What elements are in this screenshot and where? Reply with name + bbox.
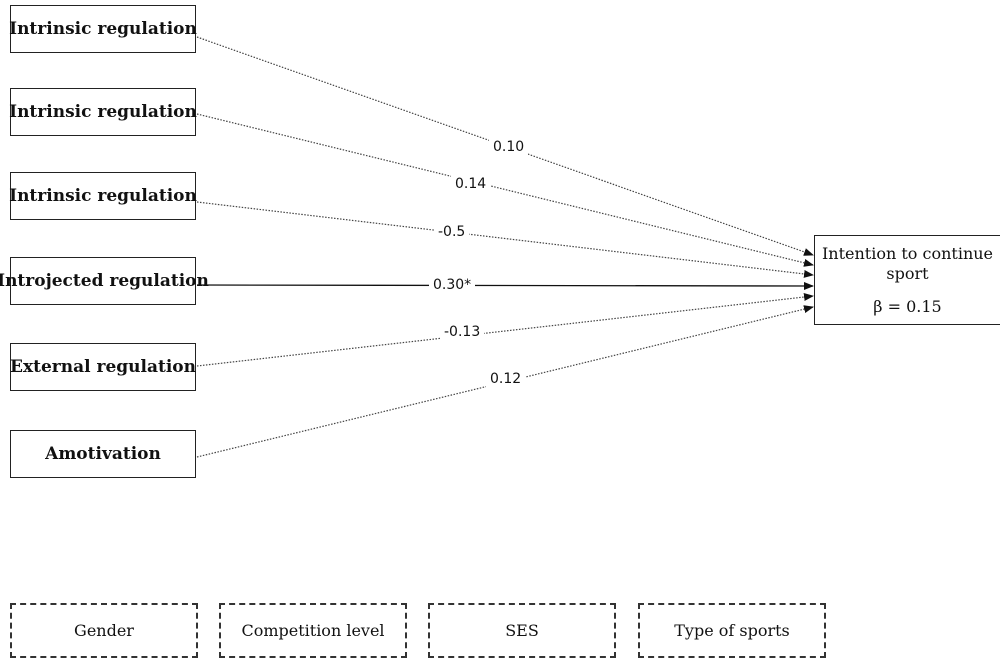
path-coefficient-3: -0.5: [434, 223, 470, 241]
control-label: SES: [505, 621, 539, 640]
predictor-label: Amotivation: [45, 444, 161, 464]
control-box-ses: SES: [428, 603, 616, 658]
predictor-label: Intrinsic regulation: [9, 102, 197, 122]
predictor-box-intrinsic-regulation-3: Intrinsic regulation: [9, 172, 197, 220]
predictor-box-amotivation: Amotivation: [10, 430, 196, 478]
path-arrow-3: [196, 201, 814, 278]
outcome-box-intention-to-continue-sport: Intention to continue sport β = 0.15: [814, 235, 1000, 325]
outcome-beta: β = 0.15: [873, 297, 942, 316]
path-coefficient-4: 0.30*: [429, 276, 476, 294]
outcome-label: Intention to continue sport: [821, 244, 994, 283]
control-box-competition-level: Competition level: [219, 603, 407, 658]
predictor-label: Introjected regulation: [0, 271, 209, 291]
predictor-label: Intrinsic regulation: [9, 186, 197, 206]
predictor-label: External regulation: [10, 357, 196, 377]
path-arrow-2: [196, 113, 814, 267]
path-coefficient-5: -0.13: [440, 323, 485, 341]
control-label: Gender: [74, 621, 134, 640]
path-coefficient-6: 0.12: [486, 370, 526, 388]
path-coefficient-1: 0.10: [489, 138, 529, 156]
predictor-box-intrinsic-regulation-1: Intrinsic regulation: [9, 5, 197, 53]
control-box-type-of-sports: Type of sports: [638, 603, 826, 658]
predictor-box-intrinsic-regulation-2: Intrinsic regulation: [9, 88, 197, 136]
path-arrow-1: [196, 36, 814, 256]
control-label: Competition level: [241, 621, 385, 640]
path-coefficient-2: 0.14: [451, 175, 491, 193]
control-label: Type of sports: [674, 621, 790, 640]
path-arrow-5: [196, 293, 814, 367]
control-box-gender: Gender: [10, 603, 198, 658]
predictor-label: Intrinsic regulation: [9, 19, 197, 39]
path-arrow-4: [196, 281, 814, 290]
predictor-box-introjected-regulation: Introjected regulation: [0, 257, 209, 305]
predictor-box-external-regulation: External regulation: [10, 343, 196, 391]
path-arrow-6: [196, 305, 814, 458]
